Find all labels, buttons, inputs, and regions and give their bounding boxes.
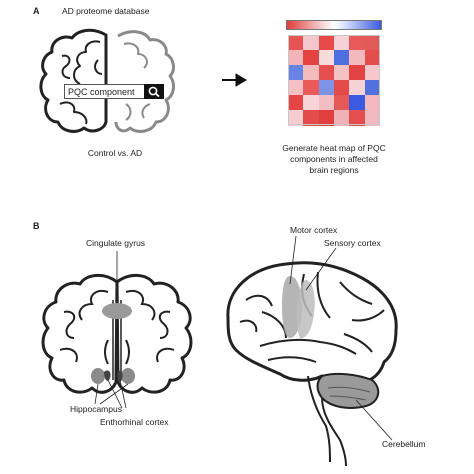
- label-cingulate-gyrus: Cingulate gyrus: [86, 238, 146, 248]
- panel-a-title: AD proteome database: [62, 6, 150, 16]
- heatmap-cell: [364, 35, 381, 51]
- sensory-cortex-region: [296, 280, 315, 339]
- label-cerebellum: Cerebellum: [382, 439, 426, 449]
- heatmap-cell: [349, 35, 366, 51]
- heatmap-cell: [349, 95, 366, 111]
- coronal-brain-b: [41, 274, 193, 394]
- heatmap-cell: [303, 110, 320, 126]
- heatmap-caption-line-2: components in affected: [290, 154, 378, 164]
- coronal-brain-a-right: [114, 30, 175, 133]
- panel-a-caption: Control vs. AD: [87, 148, 143, 158]
- leader-lines-lateral: [289, 235, 393, 441]
- heatmap-cell: [318, 110, 335, 126]
- heatmap-cell: [318, 50, 335, 66]
- hippocampus-left-region: [91, 368, 105, 384]
- heatmap-cell: [288, 80, 304, 96]
- heatmap-cell: [288, 110, 304, 126]
- heatmap-cell: [318, 35, 335, 51]
- cingulate-region: [102, 303, 132, 319]
- heatmap-cell: [334, 50, 350, 66]
- heatmap-cell: [303, 80, 320, 96]
- brain-stem: [307, 375, 347, 467]
- cerebellum-shape: [316, 372, 380, 409]
- label-sensory-cortex: Sensory cortex: [324, 238, 381, 248]
- heatmap-cell: [364, 80, 381, 96]
- entorhinal-right-region: [117, 370, 123, 382]
- heatmap-cell: [334, 35, 350, 51]
- label-motor-cortex: Motor cortex: [290, 225, 338, 235]
- lateral-brain-sulci: [239, 271, 385, 363]
- leader-lines-coronal: [94, 251, 129, 409]
- heatmap-cell: [334, 65, 350, 81]
- lateral-brain: [226, 261, 398, 386]
- heatmap-caption-line-3: brain regions: [309, 165, 359, 175]
- search-input[interactable]: PQC component: [64, 84, 164, 99]
- hippocampus-right-region: [121, 368, 135, 384]
- heatmap-caption-line-1: Generate heat map of PQC: [282, 143, 386, 153]
- heatmap-cell: [303, 35, 320, 51]
- label-entorhinal-cortex: Enthorhinal cortex: [100, 417, 169, 427]
- heatmap-cell: [349, 50, 366, 66]
- heatmap-cell: [364, 65, 381, 81]
- heatmap-cell: [364, 110, 381, 126]
- heatmap-cell: [318, 80, 335, 96]
- heatmap-cell: [303, 50, 320, 66]
- heatmap-cell: [364, 95, 381, 111]
- heatmap-cell: [349, 80, 366, 96]
- search-icon: [148, 86, 160, 98]
- search-text: PQC component: [68, 87, 135, 97]
- heatmap-cell: [318, 95, 335, 111]
- heatmap-cell: [334, 95, 350, 111]
- heatmap-color-scale: [286, 20, 382, 30]
- arrow-icon: [222, 73, 247, 87]
- heatmap-cell: [334, 80, 350, 96]
- heatmap-cell: [288, 95, 304, 111]
- panel-a-label: A: [33, 6, 40, 16]
- label-hippocampus: Hippocampus: [70, 404, 122, 414]
- panel-b-label: B: [33, 221, 40, 231]
- heatmap-cell: [303, 65, 320, 81]
- heatmap-cell: [288, 65, 304, 81]
- heatmap-cell: [334, 110, 350, 126]
- heatmap-cell: [349, 65, 366, 81]
- heatmap-cell: [349, 110, 366, 126]
- heatmap-cell: [288, 35, 304, 51]
- heatmap-cell: [303, 95, 320, 111]
- heatmap-cell: [288, 50, 304, 66]
- heatmap-cell: [364, 50, 381, 66]
- entorhinal-left-region: [104, 370, 111, 381]
- heatmap-cell: [318, 65, 335, 81]
- search-button[interactable]: [144, 84, 164, 99]
- coronal-brain-a-left: [39, 28, 108, 133]
- heatmap: [288, 35, 381, 126]
